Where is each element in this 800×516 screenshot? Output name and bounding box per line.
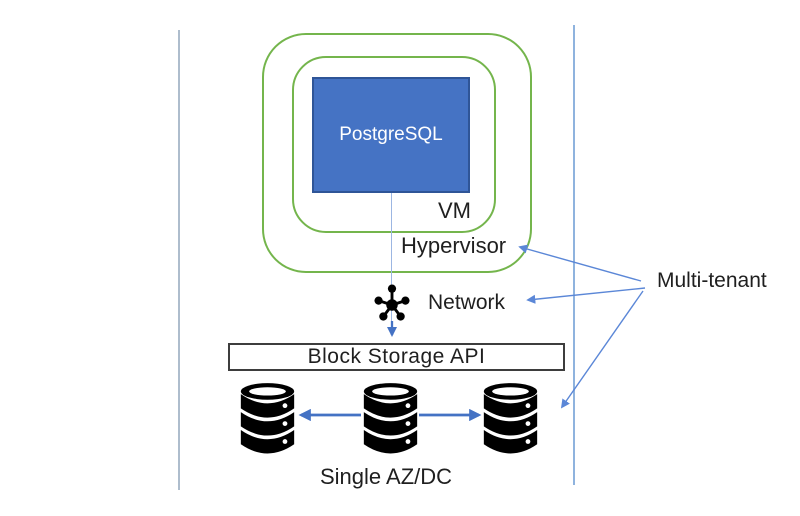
right-boundary-line [573, 25, 575, 485]
database-cylinder-icon [240, 383, 295, 454]
vm-container [292, 56, 496, 233]
block-storage-api-box: Block Storage API [228, 343, 565, 371]
single-az-dc-label: Single AZ/DC [320, 464, 453, 489]
network-hub-icon [374, 284, 410, 321]
database-cylinder-icon [483, 383, 538, 454]
hypervisor-label: Hypervisor [401, 233, 507, 258]
vm-label: VM [438, 198, 471, 223]
multi-tenant-label: Multi-tenant [657, 269, 767, 292]
postgresql-label: PostgreSQL [339, 124, 443, 145]
database-cylinder-icon [363, 383, 418, 454]
left-boundary-line [178, 30, 180, 490]
pg-to-network-connector [391, 193, 393, 323]
network-label: Network [428, 291, 506, 314]
postgresql-box: PostgreSQL [312, 77, 470, 193]
multi-tenant-arrow-hypervisor [518, 244, 642, 282]
multi-tenant-arrow-network [526, 287, 646, 304]
hypervisor-container [262, 33, 532, 273]
block-storage-api-label: Block Storage API [307, 345, 486, 368]
